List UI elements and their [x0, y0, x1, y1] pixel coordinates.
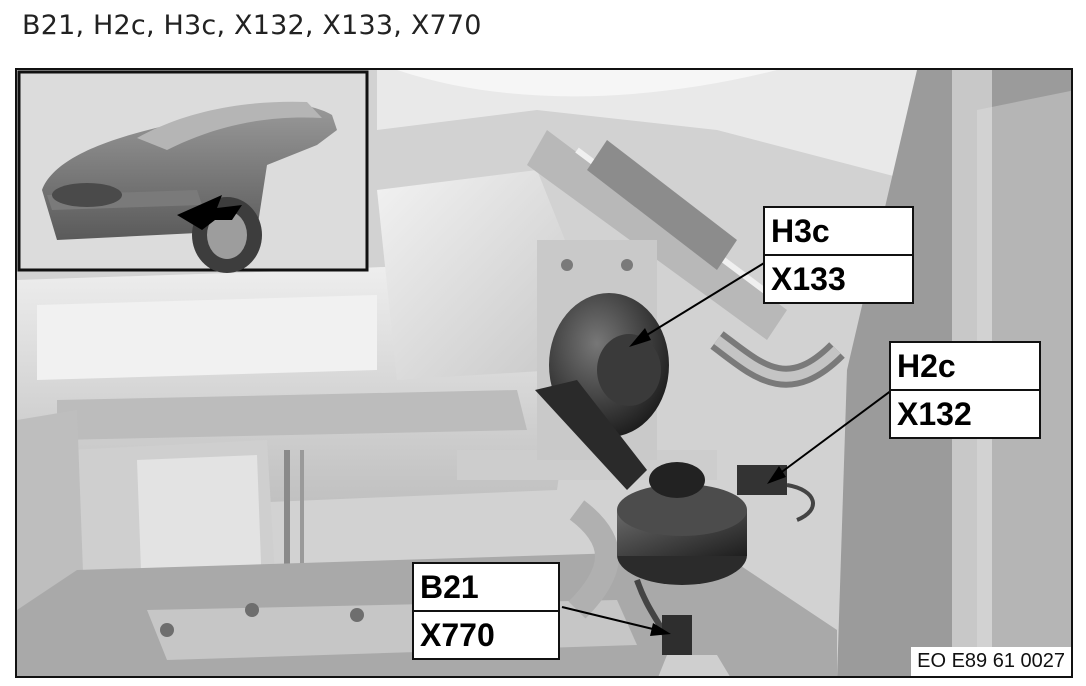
callout-h2c-x132: H2c X132 — [889, 341, 1041, 439]
diagram-heading: B21, H2c, H3c, X132, X133, X770 — [22, 10, 482, 41]
callout-label-h3c: H3c — [771, 213, 830, 249]
reference-code: EO E89 61 0027 — [911, 647, 1071, 676]
callout-label-h2c: H2c — [897, 348, 956, 384]
callout-b21-x770: B21 X770 — [412, 562, 560, 660]
callout-label-b21: B21 — [420, 569, 479, 605]
callout-label-x132: X132 — [891, 389, 1039, 437]
callout-label-x133: X133 — [765, 254, 912, 302]
callout-label-x770: X770 — [414, 610, 558, 658]
callout-h3c-x133: H3c X133 — [763, 206, 914, 304]
car-inset-icon — [42, 101, 337, 273]
